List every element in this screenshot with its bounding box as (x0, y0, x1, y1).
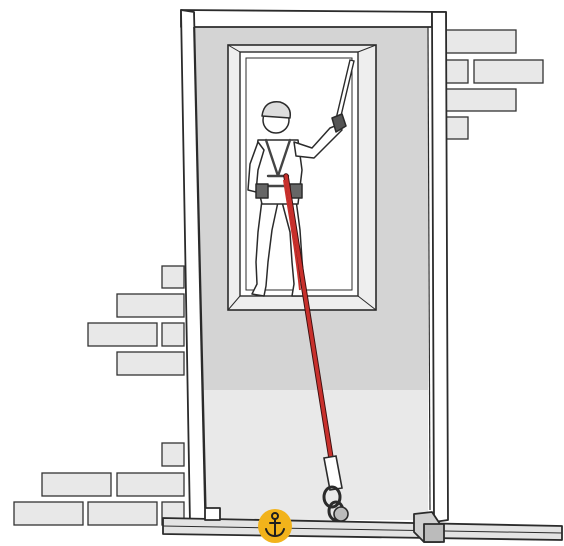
brick (162, 266, 184, 288)
brick (88, 323, 157, 346)
brick (42, 473, 111, 496)
brick (14, 502, 83, 525)
brick (445, 30, 516, 53)
brick (88, 502, 157, 525)
brick (117, 473, 184, 496)
brick-wall-right (445, 30, 543, 139)
brick (162, 443, 184, 466)
brick (474, 60, 543, 83)
brick (445, 117, 468, 139)
brick (445, 89, 516, 111)
brick (162, 323, 184, 346)
brick-wall-left (14, 266, 184, 525)
brick (117, 294, 184, 317)
brick (445, 60, 468, 83)
anchor-badge (258, 509, 292, 543)
brick (117, 352, 184, 375)
